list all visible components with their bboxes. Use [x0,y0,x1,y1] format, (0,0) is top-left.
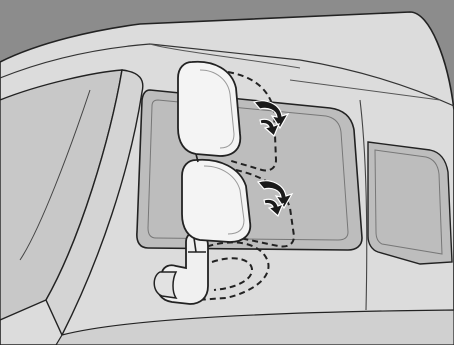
rear-side-window [368,142,452,264]
upper-mirror [178,62,240,156]
